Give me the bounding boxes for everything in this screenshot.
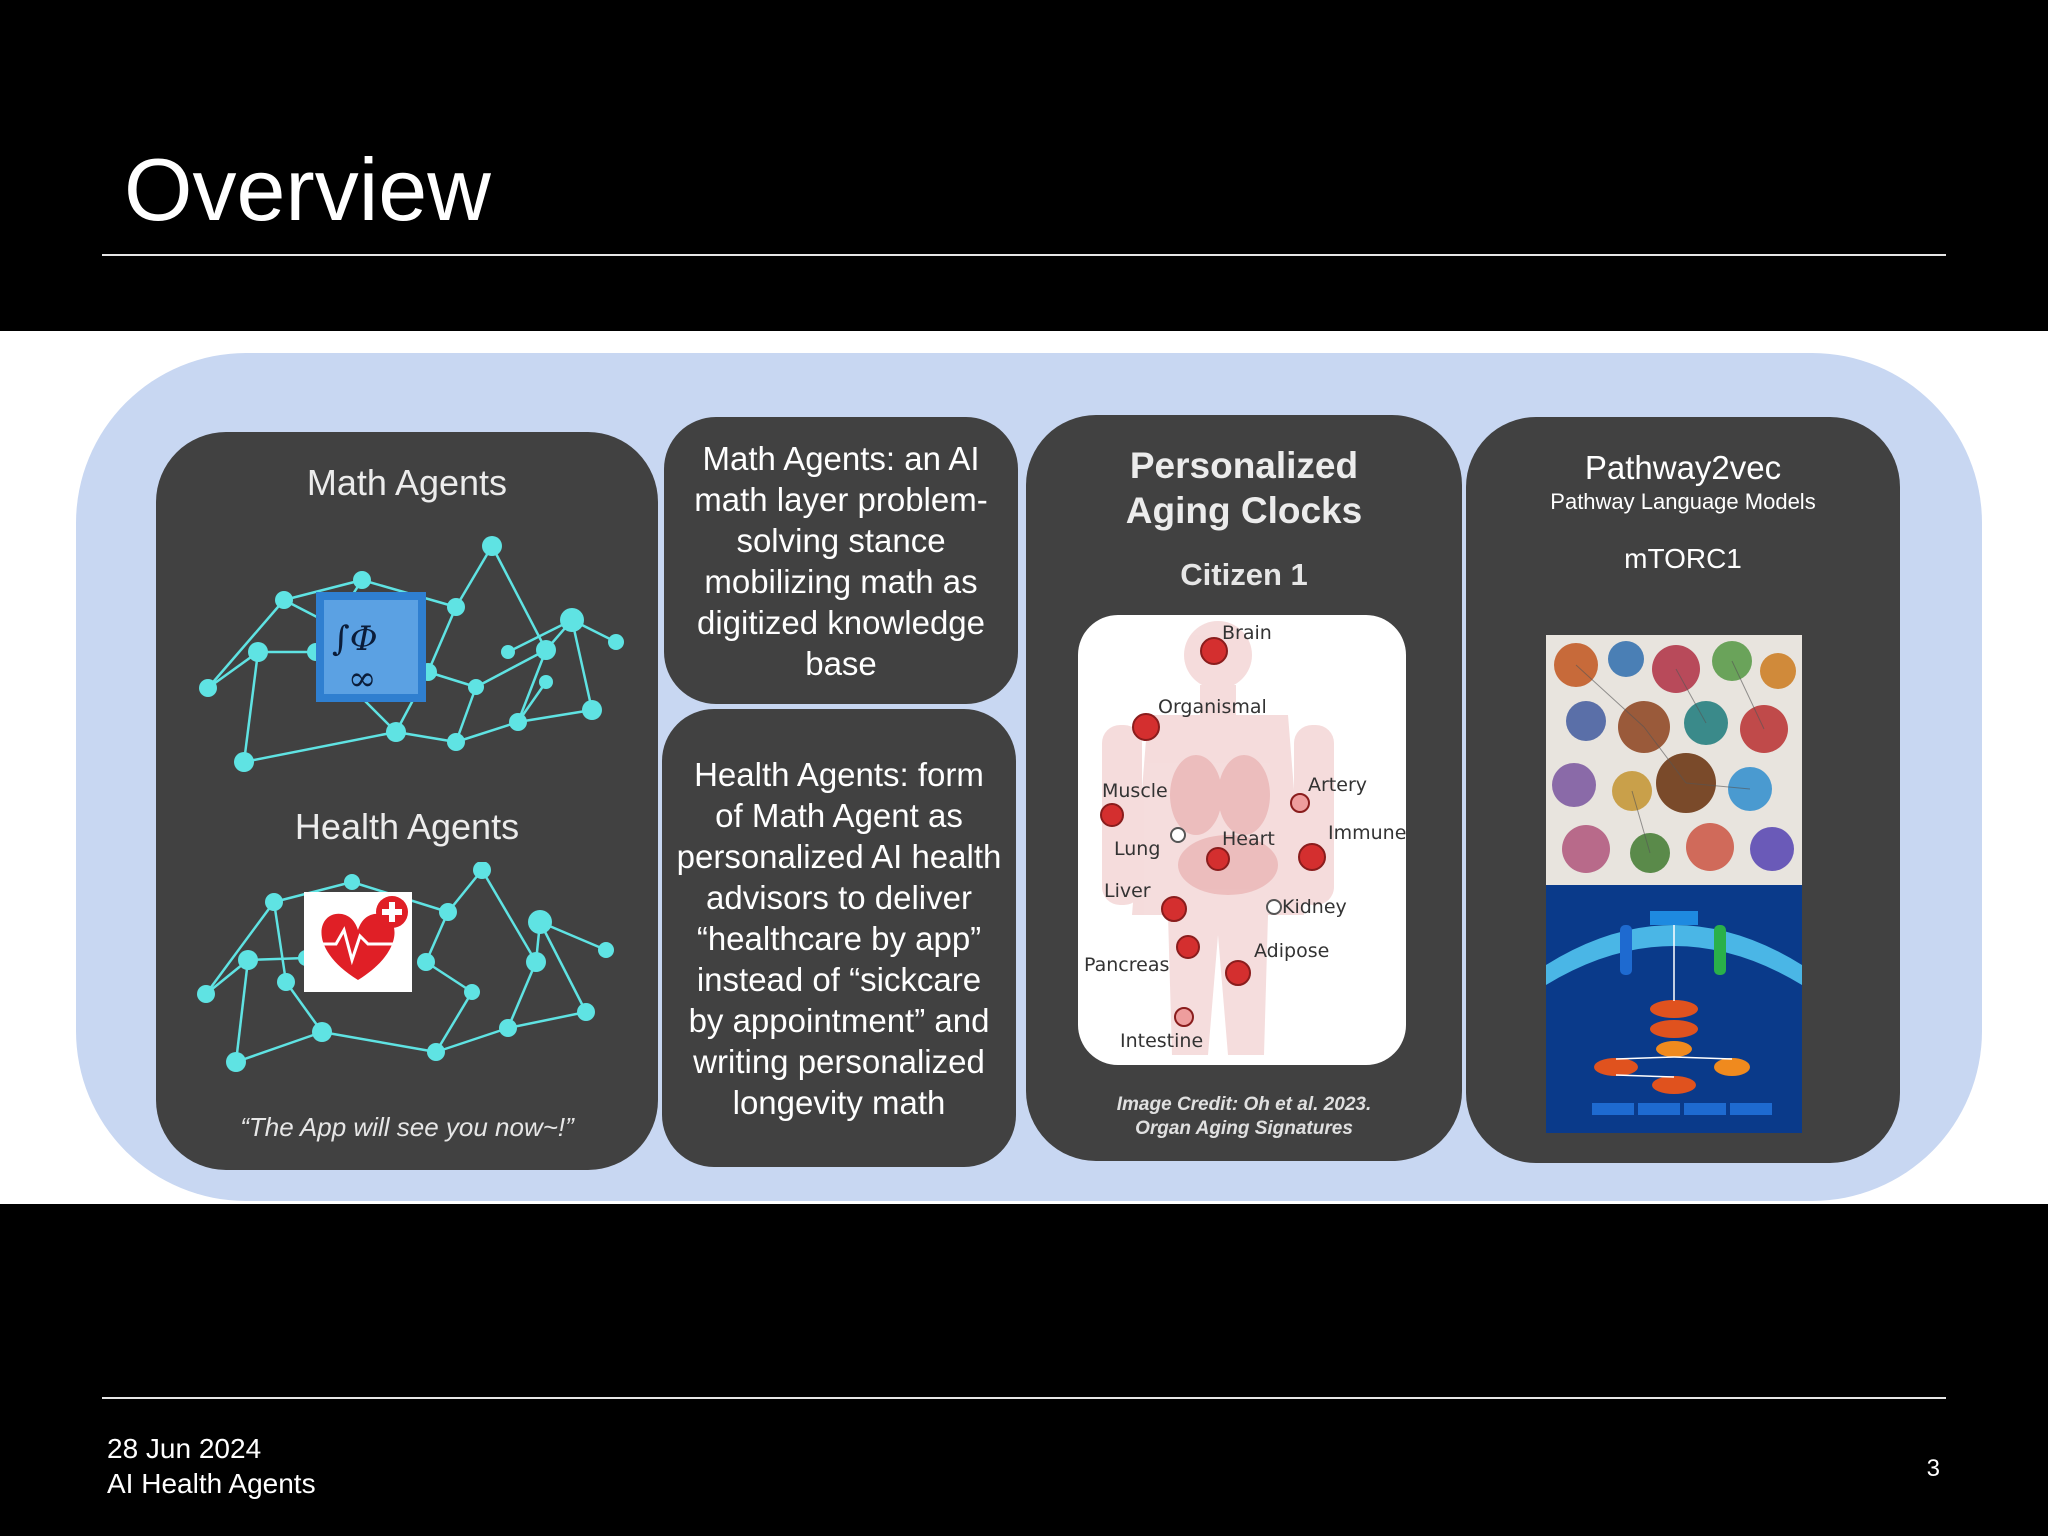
math-network-graphic: ∫Φ ∞ xyxy=(199,536,624,772)
organ-label-adipose: Adipose xyxy=(1254,940,1329,962)
health-agents-description: Health Agents: form of Math Agent as per… xyxy=(662,709,1016,1167)
organ-dot-muscle xyxy=(1100,803,1124,827)
organ-label-pancreas: Pancreas xyxy=(1084,954,1169,976)
organ-label-intestine: Intestine xyxy=(1120,1030,1203,1052)
agents-card: Math Agents ∫Φ ∞ Health Agents xyxy=(156,432,658,1170)
slide-title: Overview xyxy=(124,140,491,239)
organ-label-heart: Heart xyxy=(1222,828,1275,850)
pathway-gene-label: mTORC1 xyxy=(1624,543,1742,574)
organ-dot-lung xyxy=(1170,827,1186,843)
aging-clocks-title: Personalized Aging Clocks xyxy=(1026,443,1462,533)
organ-label-artery: Artery xyxy=(1308,774,1367,796)
organ-dot-brain xyxy=(1200,637,1228,665)
heart-plus-icon xyxy=(304,892,412,992)
organ-label-organismal: Organismal xyxy=(1158,696,1267,718)
organ-dot-kidney xyxy=(1266,899,1282,915)
organ-label-muscle: Muscle xyxy=(1102,780,1168,802)
aging-title-line1: Personalized xyxy=(1129,445,1359,486)
organ-label-lung: Lung xyxy=(1114,838,1160,860)
cell-collage-image xyxy=(1552,641,1796,873)
organ-dot-intestine xyxy=(1174,1007,1194,1027)
organ-dot-liver xyxy=(1161,896,1187,922)
organ-dot-adipose xyxy=(1225,960,1251,986)
pathway-title: Pathway2vec xyxy=(1584,449,1782,486)
footer-date: 28 Jun 2024 xyxy=(107,1433,262,1464)
organ-label-immune: Immune xyxy=(1328,822,1406,844)
agents-quote: “The App will see you now~!” xyxy=(240,1112,574,1142)
math-agents-description: Math Agents: an AI math layer problem-so… xyxy=(664,417,1018,704)
organ-label-liver: Liver xyxy=(1104,880,1151,902)
credit-line2: Organ Aging Signatures xyxy=(1135,1118,1353,1139)
pathway2vec-card: Pathway2vec Pathway Language Models mTOR… xyxy=(1466,417,1900,1163)
footer-divider xyxy=(102,1397,1946,1399)
credit-line1: Image Credit: Oh et al. 2023. xyxy=(1116,1094,1372,1115)
title-divider xyxy=(102,254,1946,256)
svg-text:∫Φ: ∫Φ xyxy=(332,619,378,659)
health-agents-heading: Health Agents xyxy=(294,806,520,847)
mtorc1-pathway-diagram xyxy=(1546,911,1802,1115)
organ-dot-heart xyxy=(1206,847,1230,871)
citizen-label: Citizen 1 xyxy=(1180,557,1308,592)
health-agents-text: Health Agents: form of Math Agent as per… xyxy=(676,755,1002,1121)
health-network-graphic xyxy=(197,862,614,1072)
organ-label-brain: Brain xyxy=(1222,622,1272,644)
svg-text:∞: ∞ xyxy=(348,659,376,699)
footer-title: AI Health Agents xyxy=(107,1468,316,1499)
math-agents-heading: Math Agents xyxy=(306,462,508,503)
page-number: 3 xyxy=(1926,1455,1940,1482)
organ-label-kidney: Kidney xyxy=(1282,896,1347,918)
organ-dot-artery xyxy=(1290,793,1310,813)
organ-body-map: Brain Organismal Muscle Artery Lung Hear… xyxy=(1078,615,1406,1065)
organ-dot-organismal xyxy=(1132,713,1160,741)
math-agents-text: Math Agents: an AI math layer problem-so… xyxy=(694,439,988,682)
pathway-subtitle: Pathway Language Models xyxy=(1550,489,1816,514)
aging-title-line2: Aging Clocks xyxy=(1125,490,1363,531)
pathway-illustration xyxy=(1546,635,1802,1133)
image-credit: Image Credit: Oh et al. 2023. Organ Agin… xyxy=(1026,1093,1462,1141)
organ-dot-pancreas xyxy=(1176,935,1200,959)
math-symbols-icon: ∫Φ ∞ xyxy=(316,592,426,702)
body-silhouette: Brain Organismal Muscle Artery Lung Hear… xyxy=(1084,621,1406,1055)
organ-dot-immune xyxy=(1298,843,1326,871)
aging-clocks-card: Personalized Aging Clocks Citizen 1 Brai… xyxy=(1026,415,1462,1161)
